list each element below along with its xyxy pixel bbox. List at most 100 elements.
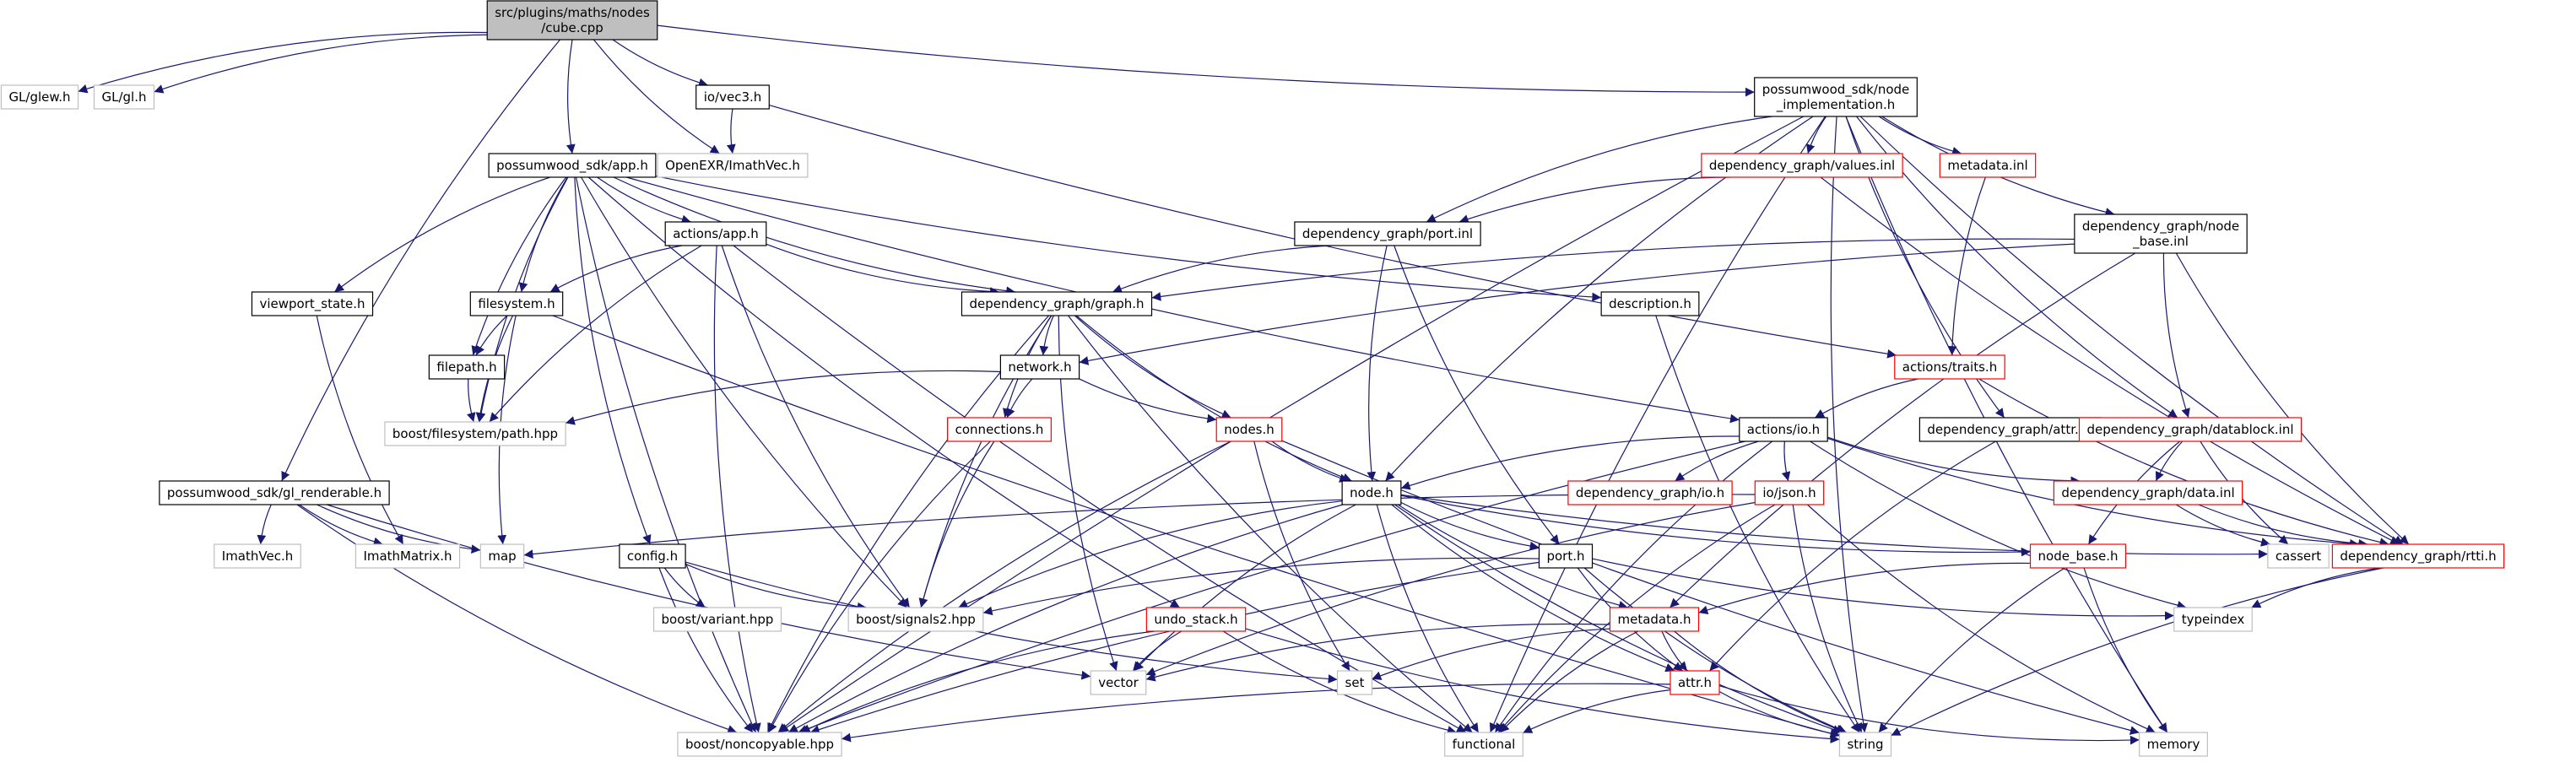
node-data-inl[interactable]: dependency_graph/data.inl <box>2053 480 2243 505</box>
node-gl[interactable]: GL/gl.h <box>93 84 155 110</box>
node-dg-io[interactable]: dependency_graph/io.h <box>1567 480 1733 505</box>
node-variant[interactable]: boost/variant.hpp <box>652 607 782 632</box>
edge-port-inl-to-graph <box>1112 245 1332 294</box>
node-attr-inl[interactable]: dependency_graph/attr.inl <box>1918 417 2102 442</box>
node-nodebase-inl[interactable]: dependency_graph/node_base.inl <box>2074 213 2248 254</box>
node-imathmatrix[interactable]: ImathMatrix.h <box>354 543 461 569</box>
node-box <box>2173 607 2253 632</box>
node-label: possumwood_sdk/node <box>1762 82 1910 98</box>
node-box <box>695 84 770 110</box>
node-box <box>214 543 301 569</box>
edges-layer <box>78 24 2410 745</box>
node-values[interactable]: dependency_graph/values.inl <box>1701 153 1903 178</box>
node-gl-renderable[interactable]: possumwood_sdk/gl_renderable.h <box>159 480 390 505</box>
node-box <box>847 607 984 632</box>
node-filepath[interactable]: filepath.h <box>428 354 506 380</box>
node-attr-h[interactable]: attr.h <box>1670 670 1720 695</box>
node-cassert[interactable]: cassert <box>2267 543 2330 569</box>
node-graph[interactable]: dependency_graph/graph.h <box>961 291 1153 316</box>
node-description[interactable]: description.h <box>1600 291 1700 316</box>
node-port-inl[interactable]: dependency_graph/port.inl <box>1294 221 1481 246</box>
edge-cube-to-imathvec-exr <box>593 39 720 154</box>
node-vec3[interactable]: io/vec3.h <box>695 84 770 110</box>
edge-values-to-port-inl <box>1458 176 1731 224</box>
node-imathvec[interactable]: ImathVec.h <box>214 543 301 569</box>
node-glew[interactable]: GL/glew.h <box>0 84 79 110</box>
node-app[interactable]: possumwood_sdk/app.h <box>488 153 657 178</box>
node-traits[interactable]: actions/traits.h <box>1894 354 2005 380</box>
edge-app-to-signals2 <box>581 176 907 608</box>
edge-json-to-string <box>1792 504 1863 733</box>
node-label: config.h <box>627 549 678 564</box>
node-undo[interactable]: undo_stack.h <box>1145 607 1247 632</box>
node-map[interactable]: map <box>479 543 525 569</box>
node-box <box>999 354 1080 380</box>
node-label: boost/filesystem/path.hpp <box>392 426 558 441</box>
node-json[interactable]: io/json.h <box>1754 480 1825 505</box>
node-label: network.h <box>1008 359 1071 375</box>
node-memory[interactable]: memory <box>2139 732 2208 757</box>
node-box <box>657 153 809 178</box>
node-node-h[interactable]: node.h <box>1341 480 1402 505</box>
node-label: dependency_graph/rtti.h <box>2340 549 2496 565</box>
node-nodeimpl[interactable]: possumwood_sdk/node_implementation.h <box>1754 77 1918 117</box>
edge-nodes-h-to-noncopyable <box>777 440 1231 733</box>
edge-graph-to-functional <box>1068 315 1473 733</box>
node-cube[interactable]: src/plugins/maths/nodes/cube.cpp <box>486 0 658 41</box>
node-box <box>469 291 564 316</box>
edge-values-to-rtti <box>1820 176 2400 545</box>
node-network[interactable]: network.h <box>999 354 1080 380</box>
node-noncopyable[interactable]: boost/noncopyable.hpp <box>677 732 842 757</box>
node-set[interactable]: set <box>1336 670 1373 695</box>
edge-filesystem-to-string <box>552 315 1840 738</box>
edge-node-h-to-attr-h <box>1391 504 1675 673</box>
node-signals2[interactable]: boost/signals2.hpp <box>847 607 984 632</box>
node-label: string <box>1847 737 1883 752</box>
node-config[interactable]: config.h <box>619 543 686 569</box>
node-boost-path[interactable]: boost/filesystem/path.hpp <box>384 421 566 446</box>
node-metadata-inl[interactable]: metadata.inl <box>1939 153 2037 178</box>
node-label: filepath.h <box>436 359 496 375</box>
node-node-base[interactable]: node_base.h <box>2029 543 2127 569</box>
edge-nodeimpl-to-string <box>1830 116 1869 733</box>
edge-actions-app-to-filesystem <box>549 245 683 293</box>
node-string[interactable]: string <box>1838 732 1892 757</box>
edge-cube-to-glew <box>78 31 488 94</box>
node-vector[interactable]: vector <box>1090 670 1147 695</box>
node-box <box>1609 607 1700 632</box>
edge-actions-io-to-data-inl <box>1827 436 2081 486</box>
node-label: ImathMatrix.h <box>363 549 452 564</box>
edge-undo-to-functional <box>1222 630 1457 735</box>
edge-metadata-inl-to-traits <box>1947 176 1986 356</box>
edge-actions-io-to-noncopyable <box>798 440 1745 734</box>
edge-network-to-boost-path <box>565 370 1001 425</box>
edge-actions-io-to-functional <box>1494 440 1773 733</box>
edge-port-h-to-string <box>1583 567 1847 733</box>
node-datablock[interactable]: dependency_graph/datablock.inl <box>2078 417 2303 442</box>
node-label: dependency_graph/values.inl <box>1709 158 1895 174</box>
node-nodes-h[interactable]: nodes.h <box>1215 417 1283 442</box>
node-functional[interactable]: functional <box>1444 732 1523 757</box>
edge-config-to-set <box>685 561 1338 684</box>
node-box <box>479 543 525 569</box>
node-box <box>1090 670 1147 695</box>
node-metadata-h[interactable]: metadata.h <box>1609 607 1700 632</box>
node-viewport[interactable]: viewport_state.h <box>251 291 374 316</box>
node-imathvec-exr[interactable]: OpenEXR/ImathVec.h <box>657 153 809 178</box>
node-typeindex[interactable]: typeindex <box>2173 607 2253 632</box>
edge-gl-renderable-to-vector <box>327 504 1091 680</box>
node-actions-io[interactable]: actions/io.h <box>1739 417 1828 442</box>
node-filesystem[interactable]: filesystem.h <box>469 291 564 316</box>
node-rtti[interactable]: dependency_graph/rtti.h <box>2331 543 2505 569</box>
node-connections[interactable]: connections.h <box>947 417 1052 442</box>
node-label: GL/gl.h <box>102 89 147 105</box>
edge-connections-to-signals2 <box>918 440 995 608</box>
node-box <box>2267 543 2330 569</box>
edge-description-to-string <box>1655 315 1860 733</box>
node-actions-app[interactable]: actions/app.h <box>664 221 767 246</box>
node-port-h[interactable]: port.h <box>1538 543 1594 569</box>
node-box <box>677 732 842 757</box>
node-label: dependency_graph/port.inl <box>1302 226 1473 242</box>
node-label: port.h <box>1546 549 1584 564</box>
node-box <box>1145 607 1247 632</box>
